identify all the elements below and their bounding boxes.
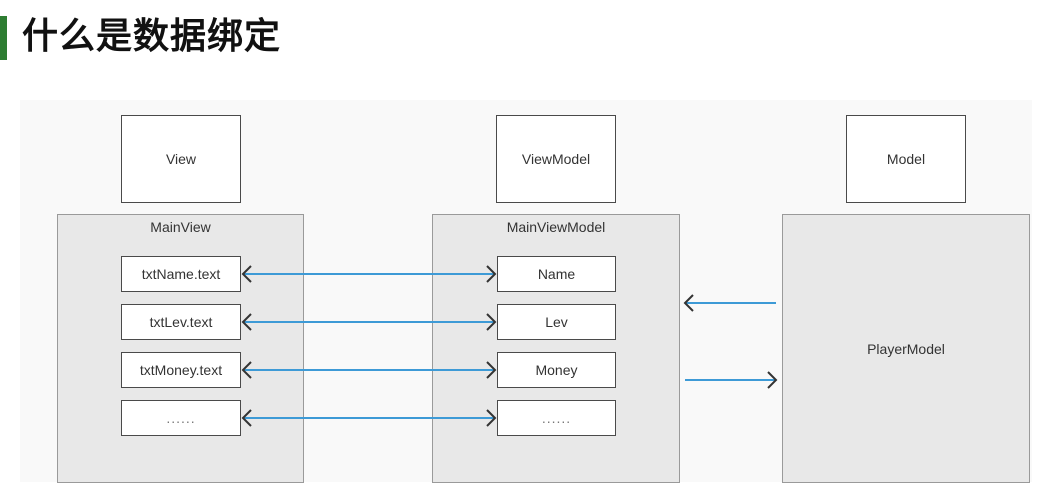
- main-view-model-panel: MainViewModel: [432, 214, 680, 483]
- viewmodel-field-lev: Lev: [497, 304, 616, 340]
- model-layer-label: Model: [886, 151, 926, 167]
- viewmodel-field-more: ......: [497, 400, 616, 436]
- main-view-panel: MainView: [57, 214, 304, 483]
- view-field-lev: txtLev.text: [121, 304, 241, 340]
- page-title: 什么是数据绑定: [22, 16, 282, 57]
- player-model-panel: PlayerModel: [782, 214, 1030, 483]
- view-field-label: txtLev.text: [149, 314, 213, 330]
- view-field-name: txtName.text: [121, 256, 241, 292]
- player-model-label: PlayerModel: [867, 340, 945, 357]
- viewmodel-field-money: Money: [497, 352, 616, 388]
- view-field-label: txtName.text: [141, 266, 221, 282]
- view-layer-label: View: [165, 151, 197, 167]
- view-field-money: txtMoney.text: [121, 352, 241, 388]
- viewmodel-field-label: ......: [541, 410, 572, 426]
- view-field-label: ......: [166, 410, 196, 426]
- title-accent-bar: [0, 16, 7, 60]
- main-view-title: MainView: [150, 219, 211, 235]
- model-layer-box: Model: [846, 115, 966, 203]
- viewmodel-field-label: Lev: [545, 314, 568, 330]
- view-layer-box: View: [121, 115, 241, 203]
- main-view-model-title: MainViewModel: [506, 219, 606, 235]
- viewmodel-field-label: Name: [537, 266, 576, 282]
- viewmodel-field-label: Money: [535, 362, 578, 378]
- view-field-label: txtMoney.text: [139, 362, 223, 378]
- viewmodel-layer-box: ViewModel: [496, 115, 616, 203]
- viewmodel-layer-label: ViewModel: [521, 151, 591, 167]
- viewmodel-field-name: Name: [497, 256, 616, 292]
- view-field-more: ......: [121, 400, 241, 436]
